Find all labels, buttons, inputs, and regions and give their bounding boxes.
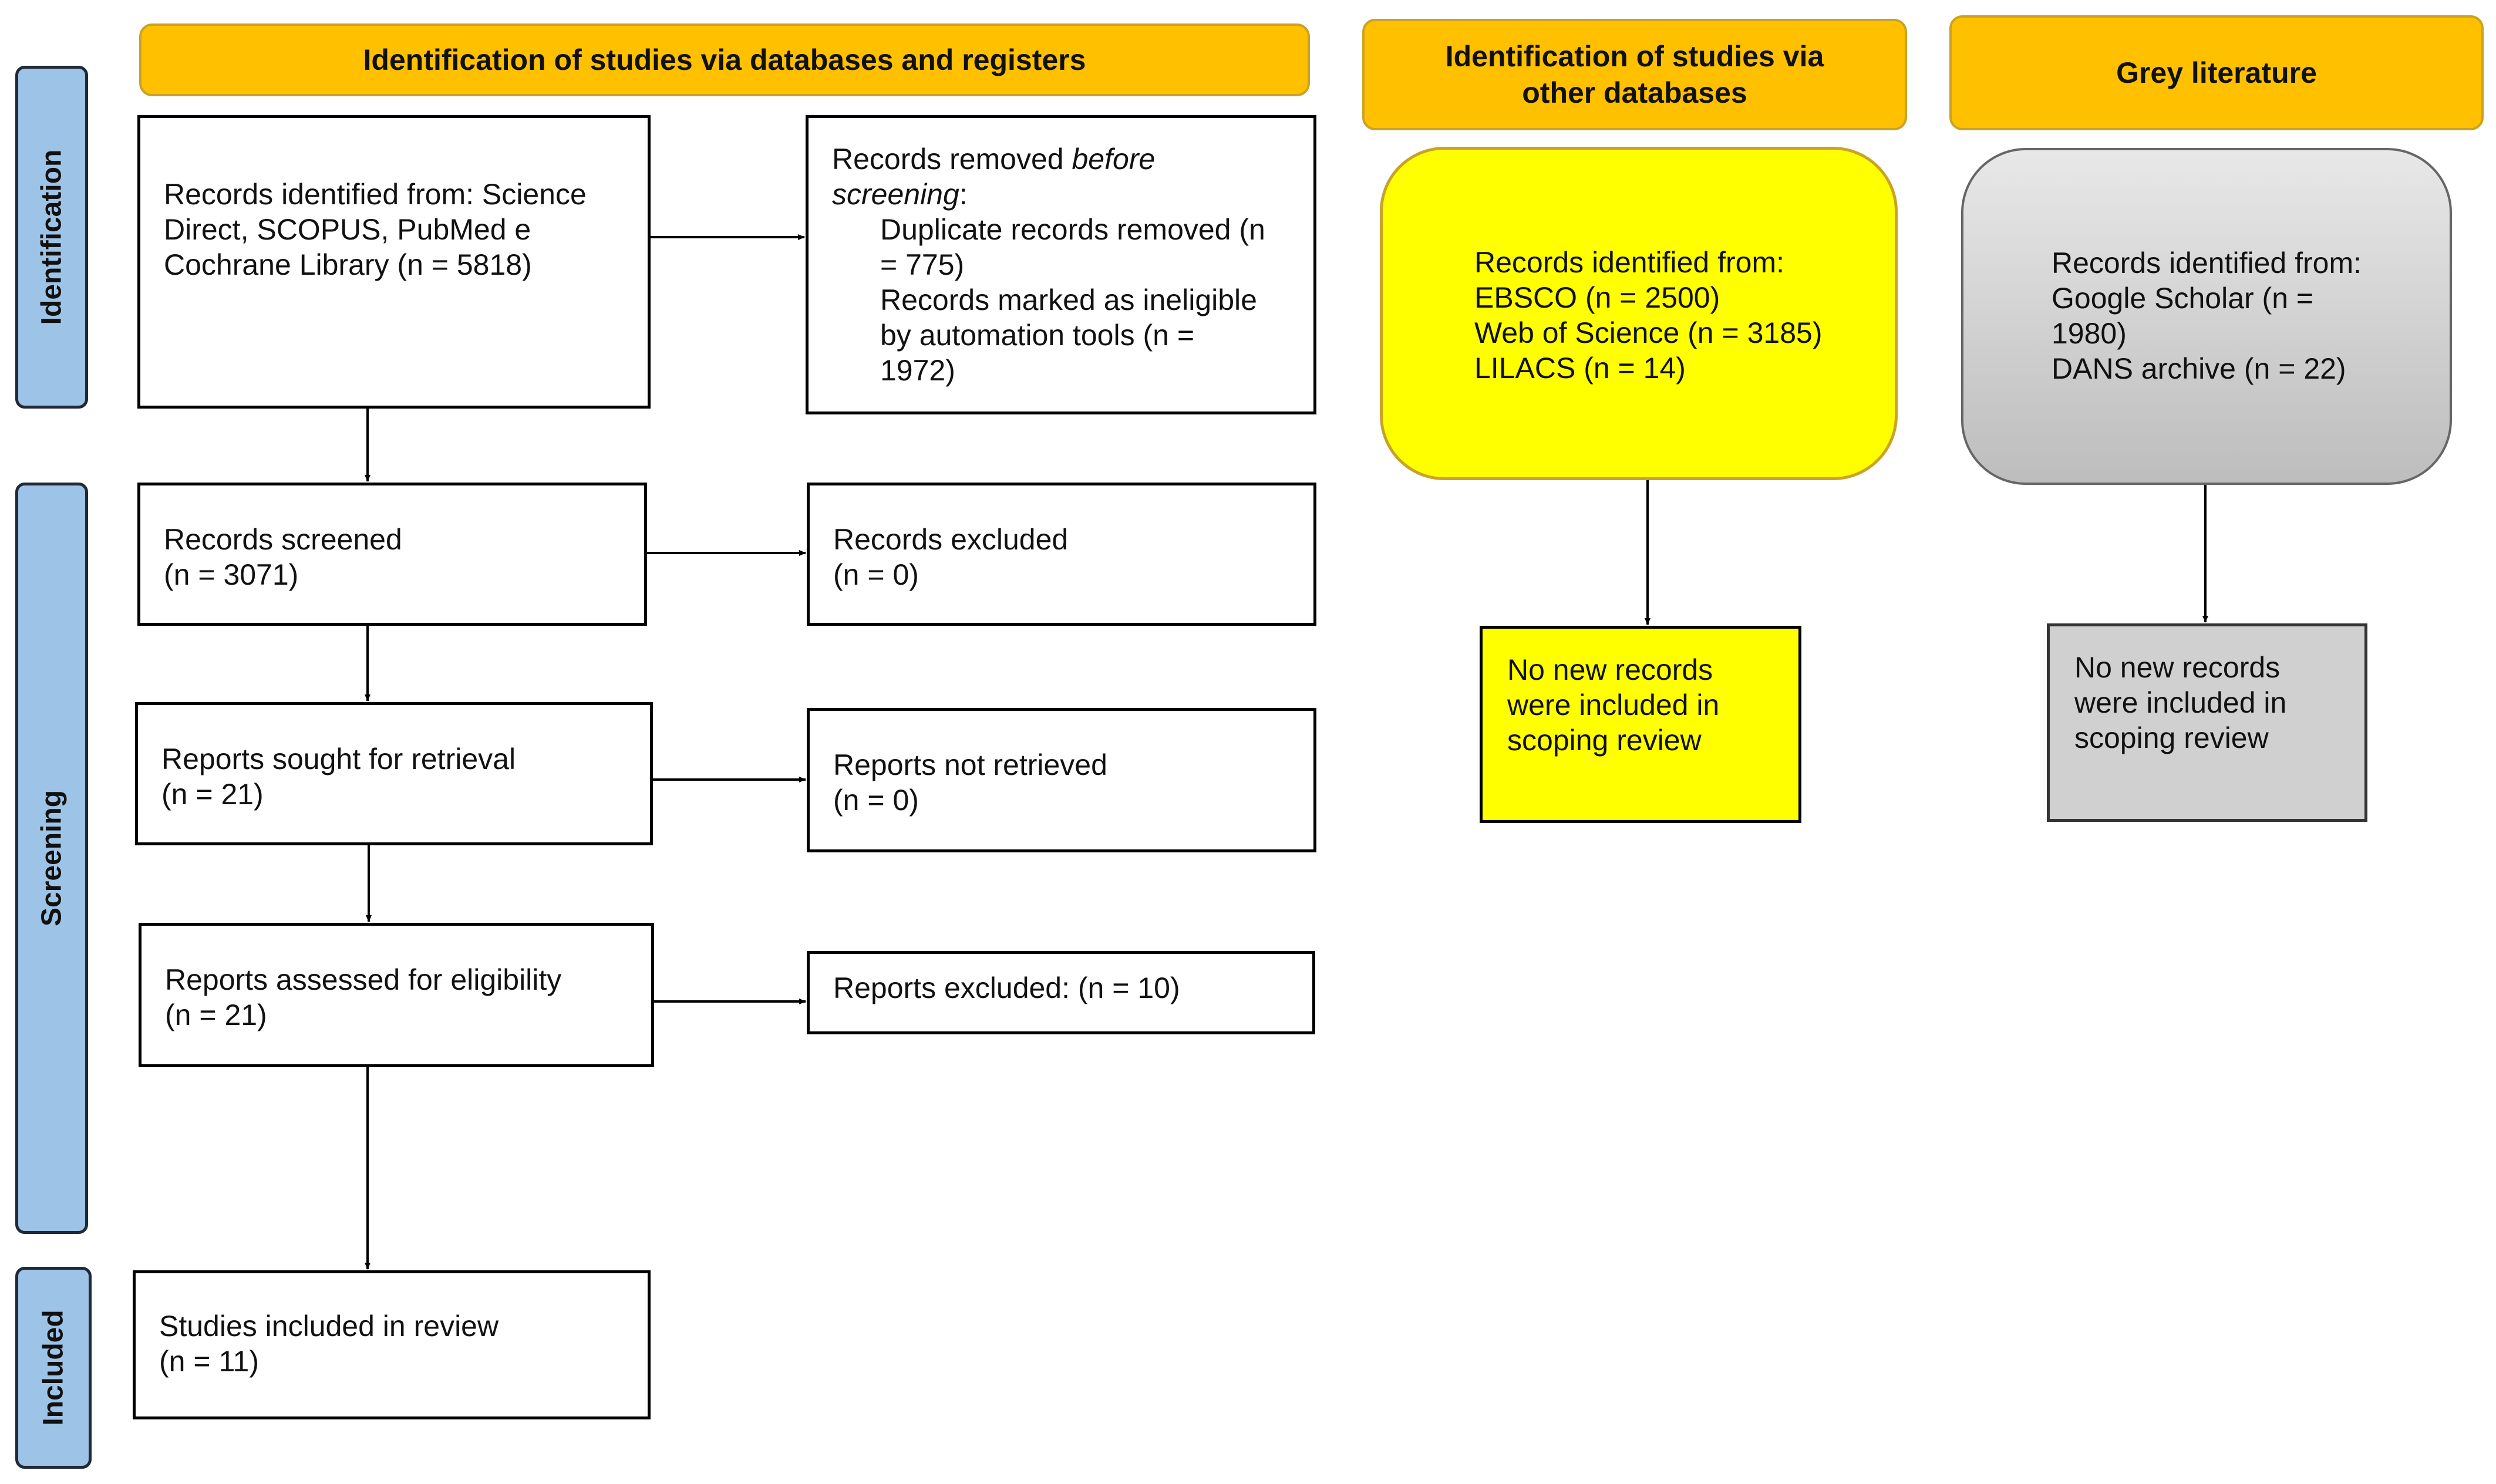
other-databases-line: EBSCO (n = 2500) (1474, 281, 1720, 314)
records-identified-box: Records identified from: Science Direct,… (137, 115, 651, 409)
studies-included-line: Studies included in review (159, 1310, 499, 1343)
grey-result-line: were included in (2074, 686, 2287, 719)
header-databases-label: Identification of studies via databases … (363, 43, 1086, 76)
other-databases-box: Records identified from: EBSCO (n = 2500… (1380, 147, 1898, 480)
records-removed-item: Duplicate records removed (n (880, 213, 1265, 246)
reports-assessed-line: (n = 21) (165, 999, 267, 1031)
other-databases-line: LILACS (n = 14) (1474, 352, 1686, 385)
other-databases-result-box: No new records were included in scoping … (1480, 626, 1801, 823)
header-other-databases-label: Identification of studies via other data… (1445, 40, 1824, 109)
grey-sources-line: Records identified from: (2052, 247, 2362, 279)
records-excluded-line: Records excluded (833, 523, 1069, 556)
records-removed-item: Records marked as ineligible (880, 284, 1257, 316)
header-databases: Identification of studies via databases … (139, 23, 1310, 96)
other-databases-line: Records identified from: (1474, 246, 1785, 279)
other-databases-result-line: No new records (1507, 653, 1713, 686)
records-identified-line: Direct, SCOPUS, PubMed e (164, 213, 531, 246)
reports-not-retrieved-line: (n = 0) (833, 784, 919, 817)
other-databases-result-line: scoping review (1507, 724, 1702, 757)
header-grey-literature: Grey literature (1949, 15, 2484, 130)
records-removed-item: by automation tools (n = (880, 319, 1195, 352)
records-removed-item: = 775) (880, 248, 965, 281)
studies-included-box: Studies included in review (n = 11) (133, 1270, 651, 1419)
reports-not-retrieved-box: Reports not retrieved (n = 0) (807, 708, 1316, 852)
header-grey-literature-label: Grey literature (2116, 56, 2317, 89)
reports-assessed-box: Reports assessed for eligibility (n = 21… (139, 923, 654, 1067)
records-screened-line: (n = 3071) (164, 558, 299, 591)
records-removed-title-em: before (1072, 143, 1156, 176)
grey-sources-line: 1980) (2052, 317, 2127, 350)
phase-identification: Identification (15, 66, 88, 409)
records-identified-line: Records identified from: Science (164, 178, 587, 211)
reports-not-retrieved-line: Reports not retrieved (833, 748, 1107, 781)
records-excluded-box: Records excluded (n = 0) (807, 483, 1316, 626)
other-databases-line: Web of Science (n = 3185) (1474, 316, 1823, 349)
reports-sought-line: (n = 21) (161, 778, 264, 811)
records-removed-subtitle-em: screening (832, 178, 959, 211)
reports-assessed-line: Reports assessed for eligibility (165, 963, 562, 996)
records-identified-line: Cochrane Library (n = 5818) (164, 248, 532, 281)
studies-included-line: (n = 11) (159, 1345, 259, 1378)
grey-result-box: No new records were included in scoping … (2047, 623, 2367, 822)
reports-excluded-box: Reports excluded: (n = 10) (807, 951, 1315, 1034)
grey-sources-line: DANS archive (n = 22) (2052, 352, 2346, 385)
phase-screening: Screening (15, 483, 88, 1234)
records-removed-title-text: Records removed (832, 143, 1072, 176)
reports-excluded-line: Reports excluded: (n = 10) (833, 972, 1180, 1004)
grey-result-line: scoping review (2074, 721, 2269, 754)
records-screened-box: Records screened (n = 3071) (137, 483, 647, 626)
records-removed-item: 1972) (880, 354, 955, 387)
records-excluded-line: (n = 0) (833, 558, 919, 591)
grey-sources-line: Google Scholar (n = (2052, 282, 2314, 315)
reports-sought-box: Reports sought for retrieval (n = 21) (135, 702, 653, 845)
reports-sought-line: Reports sought for retrieval (161, 743, 516, 775)
phase-included: Included (15, 1267, 92, 1469)
records-removed-subtitle-suffix: : (959, 178, 968, 211)
other-databases-result-line: were included in (1507, 689, 1720, 721)
records-removed-box: Records removed before screening: Duplic… (806, 115, 1316, 414)
grey-result-line: No new records (2074, 651, 2281, 684)
header-other-databases: Identification of studies via other data… (1362, 19, 1907, 130)
records-removed-title: Records removed before (832, 141, 1290, 177)
records-removed-subtitle: screening: (832, 177, 1290, 212)
records-screened-line: Records screened (164, 523, 402, 556)
grey-sources-box: Records identified from: Google Scholar … (1961, 148, 2452, 485)
